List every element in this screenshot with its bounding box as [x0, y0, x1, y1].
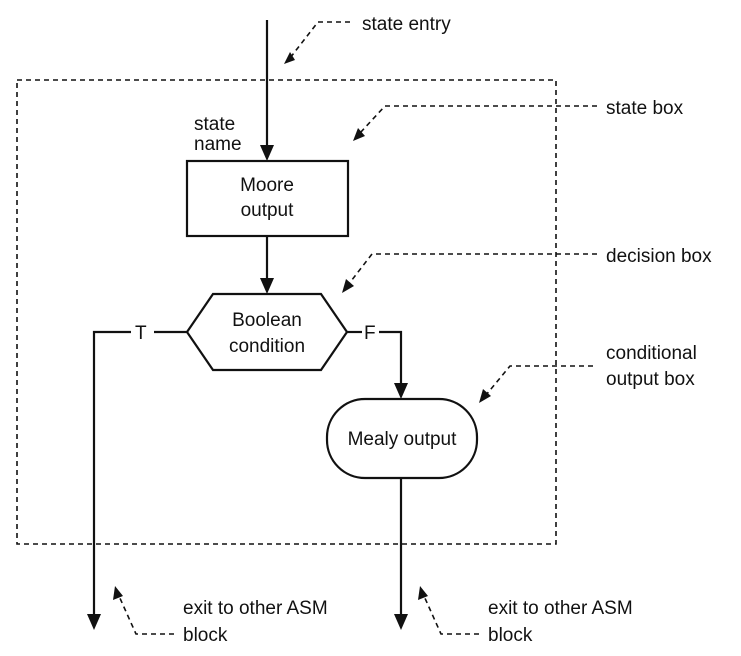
- asm-block-boundary: [16, 79, 557, 545]
- decision-box-label-line1: Boolean: [232, 310, 302, 331]
- state-box: [185, 159, 350, 238]
- decision-box-pointer: [342, 253, 597, 293]
- true-exit-arrowhead: [87, 614, 101, 630]
- annotation-exit-left-line2: block: [183, 625, 228, 646]
- decision-box: [185, 292, 349, 372]
- state-box-label-line2: output: [241, 200, 295, 221]
- true-branch-line-b: [92, 330, 131, 614]
- true-branch-label: T: [135, 323, 147, 344]
- annotation-exit-right-line2: block: [488, 625, 533, 646]
- annotation-conditional-output-box-line1: conditional: [606, 343, 697, 364]
- conditional-output-box-pointer: [479, 365, 593, 403]
- annotation-exit-right-line1: exit to other ASM: [488, 598, 633, 619]
- annotation-exit-left-line1: exit to other ASM: [183, 598, 328, 619]
- state-box-pointer: [353, 105, 597, 141]
- exit-left-pointer: [113, 586, 174, 635]
- false-to-conditional-arrowhead: [394, 383, 408, 399]
- conditional-exit-arrowhead: [394, 614, 408, 630]
- state-name-label-line1: state: [194, 114, 235, 135]
- false-branch-label: F: [364, 323, 376, 344]
- state-entry-arrowhead: [260, 145, 274, 161]
- decision-box-label-line2: condition: [229, 336, 305, 357]
- false-branch-line-b: [379, 330, 403, 383]
- annotation-state-entry: state entry: [362, 14, 451, 35]
- annotation-conditional-output-box-line2: output box: [606, 369, 695, 390]
- state-box-label-line1: Moore: [240, 175, 294, 196]
- exit-right-pointer: [418, 586, 479, 635]
- conditional-output-box-label: Mealy output: [348, 429, 458, 450]
- annotation-state-box: state box: [606, 98, 684, 119]
- state-to-decision-arrowhead: [260, 278, 274, 294]
- annotation-decision-box: decision box: [606, 246, 712, 267]
- state-entry-pointer: [284, 21, 350, 64]
- state-name-label-line2: name: [194, 134, 242, 155]
